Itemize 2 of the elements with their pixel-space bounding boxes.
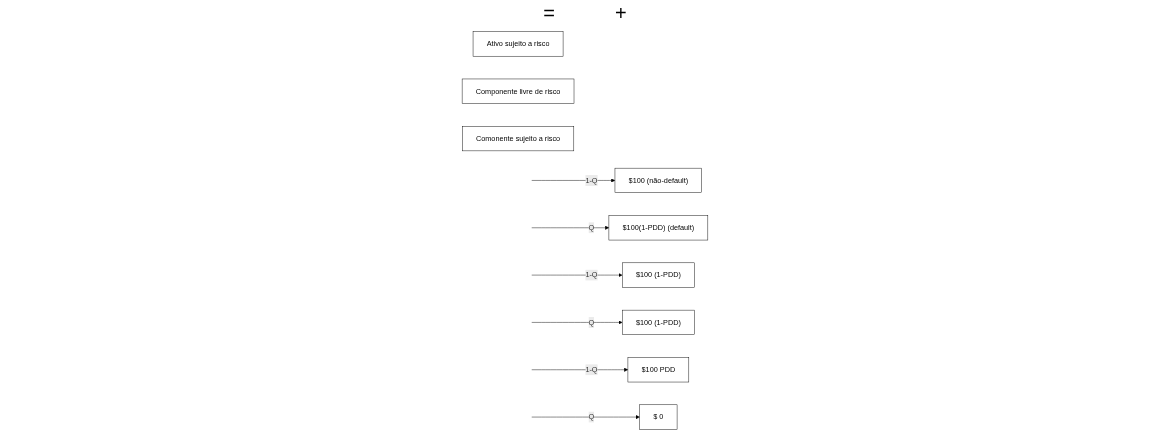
operator-sign: +	[615, 1, 627, 25]
operator-sign: =	[543, 1, 555, 25]
